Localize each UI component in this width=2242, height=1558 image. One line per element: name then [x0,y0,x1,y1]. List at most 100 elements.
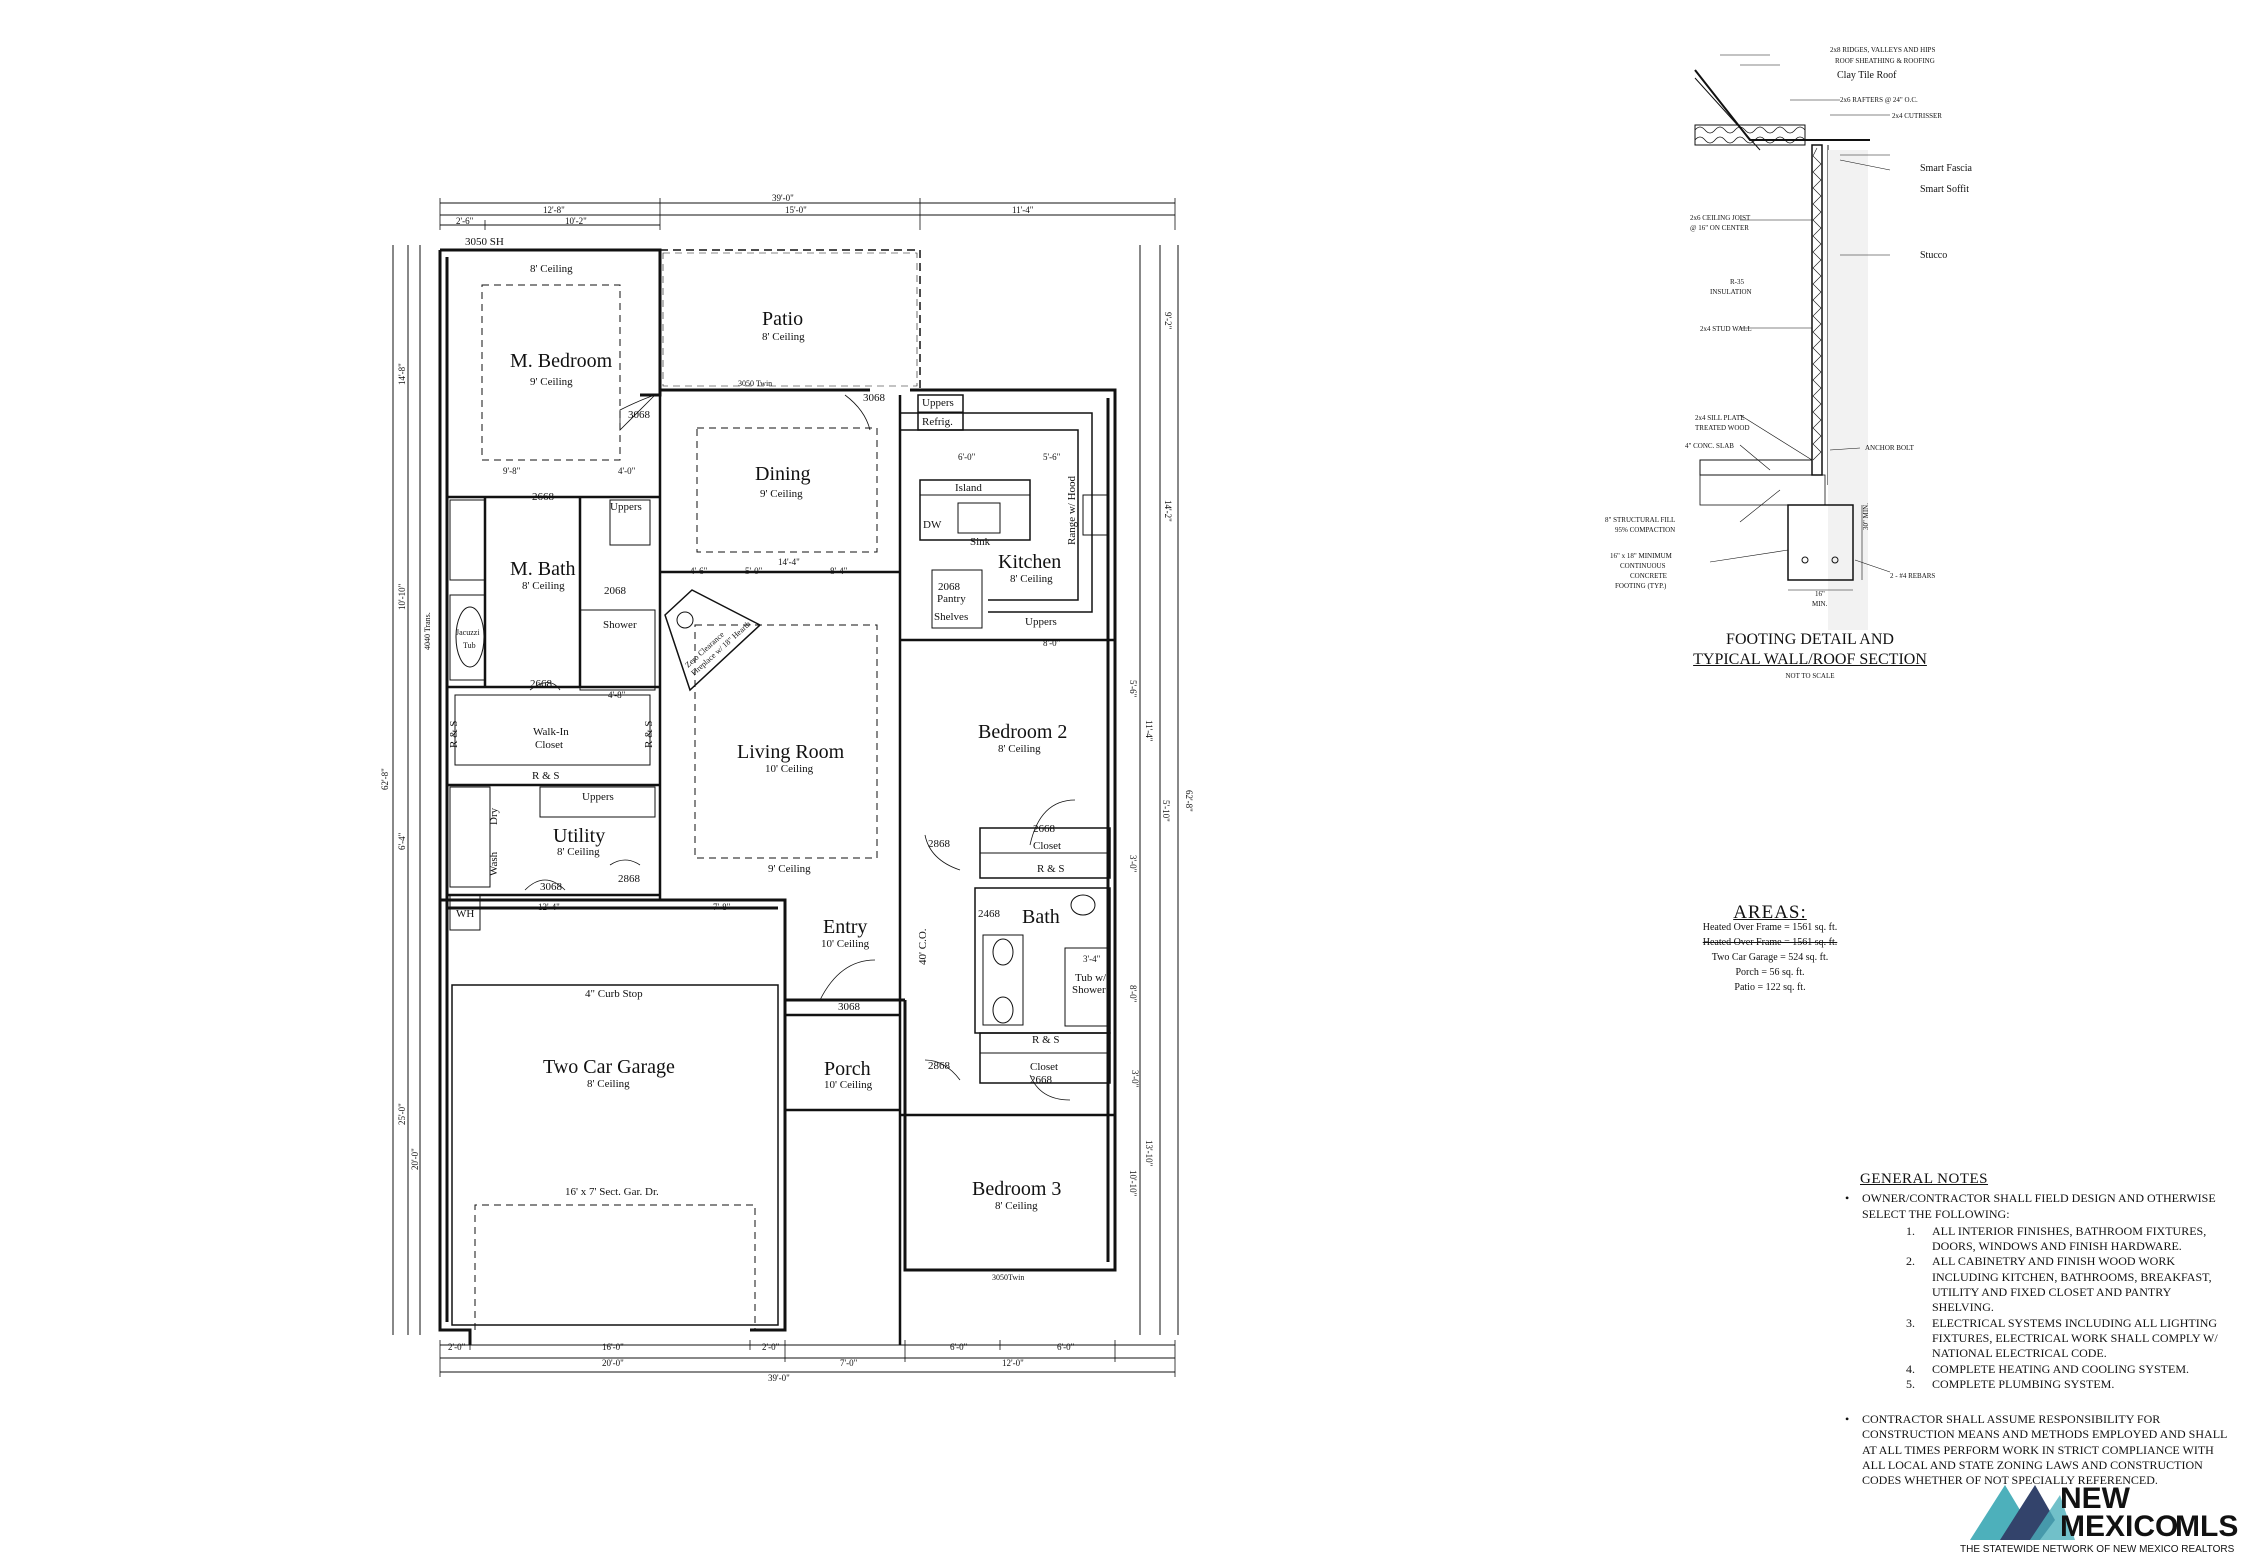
areas-porch: Porch = 56 sq. ft. [1735,967,1805,978]
areas-patio: Patio = 122 sq. ft. [1734,982,1806,993]
callout-r35-1: R-35 [1730,278,1745,286]
dim-mid-12-4: 12'-4" [538,902,560,912]
mbath-jacuzzi-1: Jacuzzi [456,628,480,637]
dim-mid-6-0: 6'-0" [958,452,976,462]
window-label-dining: 3050 Twin [738,379,772,388]
dim-top-overall: 39'-0" [772,193,794,203]
dim-left-14-8: 14'-8" [397,363,407,385]
areas-block: AREAS: Heated Over Frame = 1561 sq. ft. … [1655,903,1885,995]
room-kitchen-ceiling: 8' Ceiling [1010,573,1053,585]
room-bedroom2: Bedroom 2 [978,721,1067,743]
room-entry-ceiling: 10' Ceiling [821,938,870,950]
dim-right-9-2: 9'-2" [1163,312,1173,330]
dim-bot-12-0: 12'-0" [1002,1358,1024,1368]
b3-closet: Closet [1030,1061,1058,1073]
door-label-b3: 2868 [928,1060,951,1072]
dim-right-5-6: 5'-6" [1128,680,1138,698]
kitchen-uppers-1: Uppers [922,397,954,409]
notes-item: 3.ELECTRICAL SYSTEMS INCLUDING ALL LIGHT… [1862,1316,2235,1362]
room-dining-ceiling: 9' Ceiling [760,488,803,500]
callout-clay: Clay Tile Roof [1837,70,1897,81]
room-porch: Porch [824,1058,871,1080]
callout-cutrisser: 2x4 CUTRISSER [1892,112,1942,120]
new-mexico-mls-logo: NEW MEXICO MLS THE STATEWIDE NETWORK OF … [1960,1482,2238,1555]
dim-right-5-10: 5'-10" [1161,800,1171,822]
notes-item: 4.COMPLETE HEATING AND COOLING SYSTEM. [1862,1362,2235,1377]
callout-min: MIN. [1812,600,1828,608]
room-master-bath: M. Bath [510,558,576,580]
room-living: Living Room [737,741,845,763]
callout-fascia: Smart Fascia [1920,163,1972,174]
areas-struck: Heated Over Frame = 1561 sq. ft. [1702,937,1838,948]
callout-min30: 30" MIN. [1862,503,1870,530]
closet-rs-bottom: R & S [532,770,560,782]
callout-roof: ROOF SHEATHING & ROOFING [1835,57,1935,65]
callout-slab: 4" CONC. SLAB [1685,442,1734,450]
callout-stud: 2x4 STUD WALL [1700,325,1752,333]
dim-mid-8-0: 8'-0" [1043,638,1061,648]
floor-plan: M. Bedroom 9' Ceiling 8' Ceiling Patio 8… [380,193,1194,1383]
room-garage-ceiling: 8' Ceiling [587,1078,630,1090]
door-label-mbed: 3068 [628,409,651,421]
callout-joist-2: @ 16" ON CENTER [1690,224,1749,232]
logo-mls: MLS [2175,1510,2238,1543]
b2-closet: Closet [1033,840,1061,852]
dim-right-3-0: 3'-0" [1128,855,1138,873]
logo-tagline: THE STATEWIDE NETWORK OF NEW MEXICO REAL… [1960,1544,2235,1555]
notes-item-text: ALL INTERIOR FINISHES, BATHROOM FIXTURES… [1932,1223,2207,1254]
closet-rs-right: R & S [643,720,655,748]
door-label-util2: 2868 [618,873,641,885]
dim-top-15-0: 15'-0" [785,205,807,215]
utility-wash: Wash [488,851,500,876]
door-label-b2: 2868 [928,838,951,850]
dim-bot-20-0: 20'-0" [602,1358,624,1368]
dim-mid-8-4: 8'-4" [830,566,848,576]
room-patio-ceiling: 8' Ceiling [762,331,805,343]
entry-co: 40' C.O. [917,928,929,965]
room-living-lower: 9' Ceiling [768,863,811,875]
room-bedroom3-ceiling: 8' Ceiling [995,1200,1038,1212]
callout-foot-1: 16" x 18" MINIMUM [1610,552,1673,560]
kitchen-pantry: Pantry [937,593,966,605]
door-label-patio: 3068 [863,392,886,404]
notes-item-number: 3. [1906,1315,1915,1330]
notes-item-number: 2. [1906,1254,1915,1269]
dim-left-10-10: 10'-10" [397,583,407,610]
kitchen-uppers-2: Uppers [1025,616,1057,628]
room-bedroom3: Bedroom 3 [972,1178,1061,1200]
dim-mid-3-4: 3'-4" [1083,954,1101,964]
callout-anchor: ANCHOR BOLT [1865,444,1915,452]
not-to-scale: NOT TO SCALE [1785,672,1835,680]
kitchen-range: Range w/ Hood [1066,475,1078,545]
callout-joist-1: 2x6 CEILING JOIST [1690,214,1751,222]
kitchen-island: Island [955,482,982,494]
dim-mid-14-4: 14'-4" [778,557,800,567]
general-notes: GENERAL NOTES OWNER/CONTRACTOR SHALL FIE… [1835,1171,2235,1489]
utility-dry: Dry [488,807,500,825]
kitchen-sink: Sink [970,536,991,548]
callout-w16: 16" [1815,590,1825,598]
kitchen-refrig: Refrig. [922,416,953,428]
dim-mid-4-6: 4'-6" [690,566,708,576]
notes-item-number: 1. [1906,1223,1915,1238]
b3-rs: R & S [1032,1034,1060,1046]
dim-right-8-0: 8'-0" [1128,985,1138,1003]
dim-bot-16-0: 16'-0" [602,1342,624,1352]
room-utility-ceiling: 8' Ceiling [557,846,600,858]
walkin-closet-1: Walk-In [533,726,569,738]
notes-item-text: ALL CABINETRY AND FINISH WOOD WORK INCLU… [1932,1254,2212,1315]
dim-mid-5-6: 5'-6" [1043,452,1061,462]
dim-bot-7-0: 7'-0" [840,1358,858,1368]
room-living-ceiling: 10' Ceiling [765,763,814,775]
mbath-uppers: Uppers [610,501,642,513]
door-label-closet: 2668 [530,678,553,690]
dim-right-10-10: 10'-10" [1128,1170,1138,1197]
walkin-closet-2: Closet [535,739,563,751]
room-dining: Dining [755,463,811,485]
dim-bot-2-0a: 2'-0" [448,1342,466,1352]
dim-mid-5-0: 5'-0" [745,566,763,576]
dim-left-20-0: 20'-0" [410,1148,420,1170]
callout-sill-1: 2x4 SILL PLATE [1695,414,1745,422]
dim-bot-6-0b: 6'-0" [1057,1342,1075,1352]
callout-foot-2: CONTINUOUS [1620,562,1666,570]
